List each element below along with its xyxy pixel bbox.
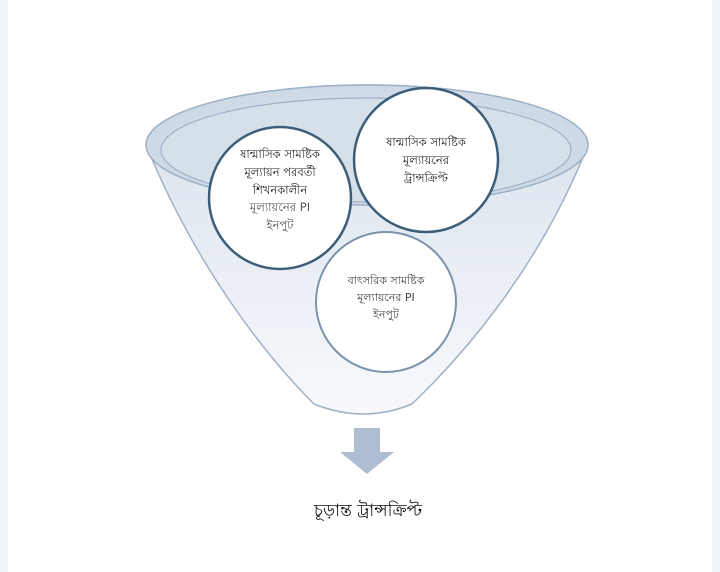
circle-right-line3: ট্রান্সক্রিপ্ট bbox=[404, 170, 448, 185]
circle-bottom bbox=[315, 231, 457, 373]
circle-bottom-line3: ইনপুট bbox=[373, 308, 399, 322]
circle-bottom-line2: মূল্যায়নের PI bbox=[357, 291, 415, 305]
funnel-diagram bbox=[145, 84, 589, 474]
circle-right-line1: ষান্মাসিক সামষ্টিক bbox=[386, 135, 466, 149]
circle-left bbox=[207, 125, 353, 271]
circle-right-line2: মূল্যায়নের bbox=[402, 152, 450, 167]
circle-left-line2: মূল্যায়ন পরবর্তী bbox=[244, 164, 316, 179]
circle-left-line4: মূল্যায়নের PI bbox=[249, 200, 311, 215]
circle-left-line3: শিখনকালীন bbox=[252, 182, 308, 197]
circle-left-line5: ইনপুট bbox=[266, 218, 294, 233]
diagram-page: ষান্মাসিক সামষ্টিক মূল্যায়ন পরবর্তী শিখ… bbox=[8, 0, 712, 572]
down-arrow-icon bbox=[340, 428, 394, 474]
circle-left-text: ষান্মাসিক সামষ্টিক মূল্যায়ন পরবর্তী শিখ… bbox=[208, 146, 352, 235]
circle-bottom-line1: বাৎসরিক সামষ্টিক bbox=[347, 274, 425, 287]
final-transcript-label: চূড়ান্ত ট্রান্সক্রিপ্ট bbox=[313, 501, 423, 521]
circle-right-text: ষান্মাসিক সামষ্টিক মূল্যায়নের ট্রান্সক্… bbox=[354, 134, 498, 187]
circle-right bbox=[352, 86, 500, 234]
circle-bottom-text: বাৎসরিক সামষ্টিক মূল্যায়নের PI ইনপুট bbox=[316, 272, 456, 323]
circle-left-line1: ষান্মাসিক সামষ্টিক bbox=[240, 147, 320, 161]
